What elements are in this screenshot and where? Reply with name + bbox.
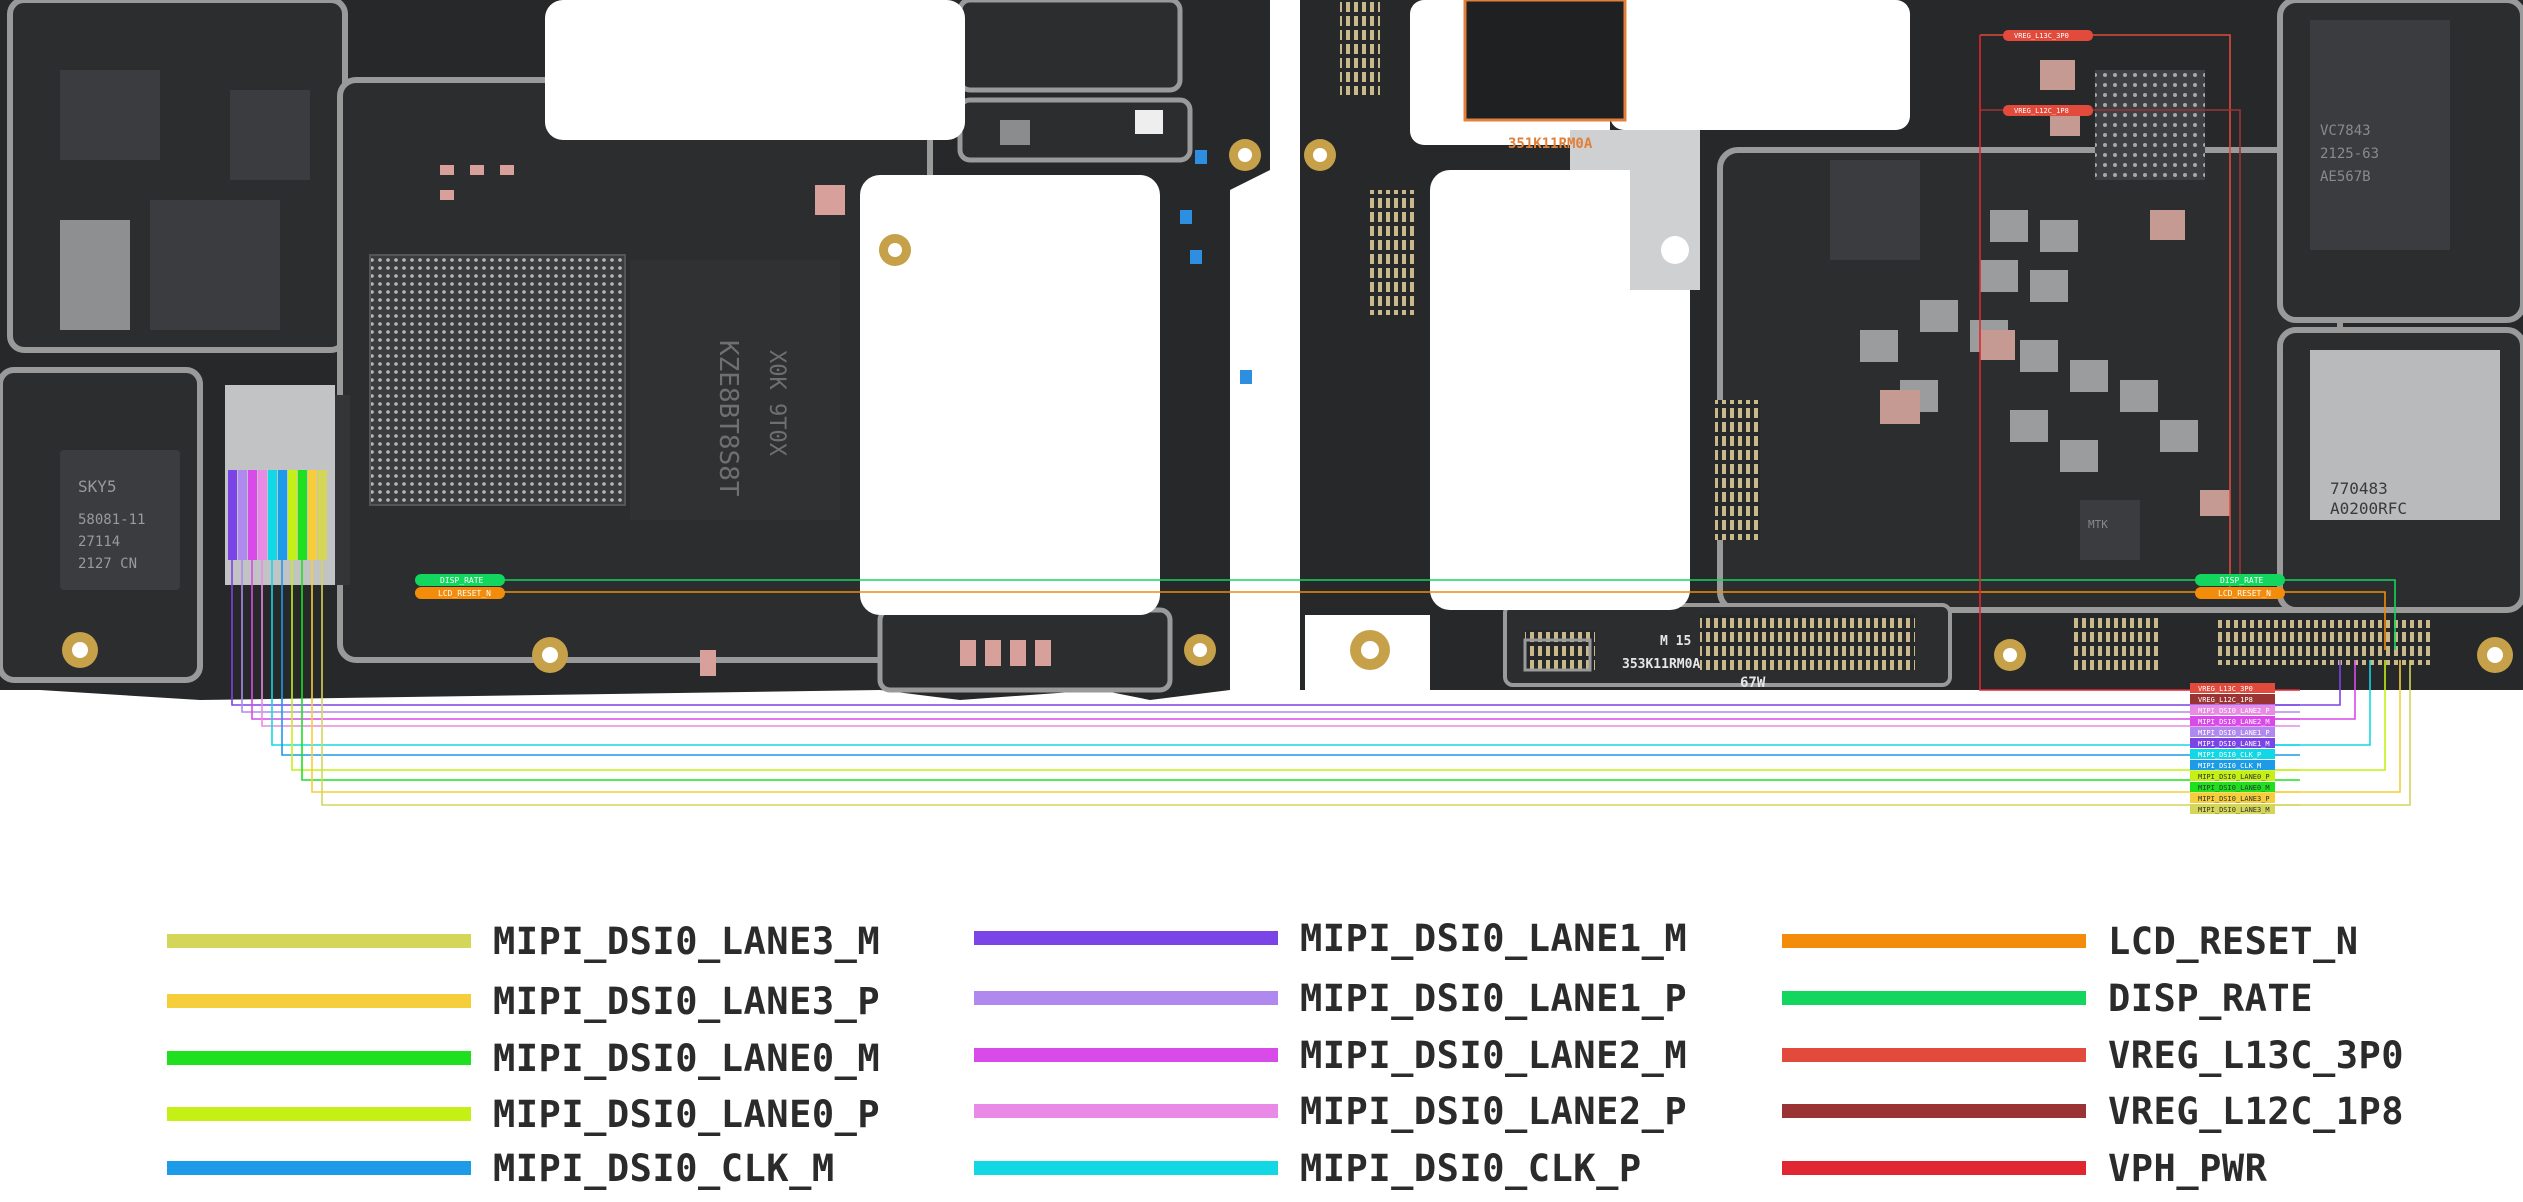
pin-label-right-disp-rate: DISP_RATE (2195, 574, 2285, 586)
sky5-marking: SKY5 (78, 477, 117, 496)
right-board: 770483 A0200RFC VC7843 2125-63 AE567B MT… (1300, 0, 2523, 691)
pin-label-right-lcd-reset: LCD_RESET_N (2195, 587, 2285, 599)
svg-text:VREG_L12C_1P8: VREG_L12C_1P8 (2014, 107, 2069, 115)
svg-text:MIPI_DSI0_LANE3_M: MIPI_DSI0_LANE3_M (2198, 806, 2270, 814)
svg-text:MTK: MTK (2088, 518, 2108, 531)
svg-text:MIPI_DSI0_CLK_P: MIPI_DSI0_CLK_P (2198, 751, 2261, 759)
left-display-connector (225, 385, 335, 585)
svg-text:VREG_L13C_3P0: VREG_L13C_3P0 (2014, 32, 2069, 40)
svg-text:MIPI_DSI0_LANE0_M: MIPI_DSI0_LANE0_M (2198, 784, 2270, 792)
svg-text:M 15: M 15 (1660, 634, 1691, 649)
svg-text:DISP_RATE: DISP_RATE (2220, 576, 2264, 585)
soc-marking: KZE8BT8S8T (713, 340, 743, 497)
svg-text:353K11RM0A: 353K11RM0A (1622, 657, 1700, 672)
board-marking-351k11rm0a: 351K11RM0A (1508, 136, 1593, 152)
svg-text:X0K 9T0X: X0K 9T0X (764, 350, 789, 457)
svg-text:MIPI_DSI0_LANE1_P: MIPI_DSI0_LANE1_P (2198, 729, 2270, 737)
svg-text:MIPI_DSI0_LANE2_P: MIPI_DSI0_LANE2_P (2198, 707, 2270, 715)
svg-text:2125-63: 2125-63 (2320, 146, 2379, 162)
svg-text:VREG_L12C_1P8: VREG_L12C_1P8 (2198, 696, 2253, 704)
svg-text:LCD_RESET_N: LCD_RESET_N (438, 589, 491, 598)
svg-text:58081-11: 58081-11 (78, 512, 145, 528)
svg-text:MIPI_DSI0_LANE3_P: MIPI_DSI0_LANE3_P (2198, 795, 2270, 803)
svg-text:A0200RFC: A0200RFC (2330, 499, 2407, 518)
svg-text:DISP_RATE: DISP_RATE (440, 576, 484, 585)
pin-label-top-vreg-l13c: VREG_L13C_3P0 (2003, 30, 2093, 41)
left-board: KZE8BT8S8T X0K 9T0X SKY5 58081-11 27114 … (0, 0, 1270, 700)
pin-label-left-lcd-reset: LCD_RESET_N (415, 587, 505, 599)
svg-text:MIPI_DSI0_LANE2_M: MIPI_DSI0_LANE2_M (2198, 718, 2270, 726)
pin-label-top-vreg-l12c: VREG_L12C_1P8 (2003, 105, 2093, 116)
svg-text:MIPI_DSI0_CLK_M: MIPI_DSI0_CLK_M (2198, 762, 2261, 770)
chip-marking-770483: 770483 (2330, 479, 2388, 498)
svg-text:67W: 67W (1740, 675, 1766, 691)
svg-text:27114: 27114 (78, 534, 120, 550)
svg-text:VC7843: VC7843 (2320, 123, 2371, 139)
pin-label-left-disp-rate: DISP_RATE (415, 574, 505, 586)
svg-text:AE567B: AE567B (2320, 169, 2371, 185)
svg-text:MIPI_DSI0_LANE0_P: MIPI_DSI0_LANE0_P (2198, 773, 2270, 781)
svg-text:MIPI_DSI0_LANE1_M: MIPI_DSI0_LANE1_M (2198, 740, 2270, 748)
right-pin-label-stack: VREG_L13C_3P0 VREG_L12C_1P8 MIPI_DSI0_LA… (2190, 683, 2275, 814)
svg-text:LCD_RESET_N: LCD_RESET_N (2218, 589, 2271, 598)
svg-text:VREG_L13C_3P0: VREG_L13C_3P0 (2198, 685, 2253, 693)
svg-text:2127 CN: 2127 CN (78, 556, 137, 572)
